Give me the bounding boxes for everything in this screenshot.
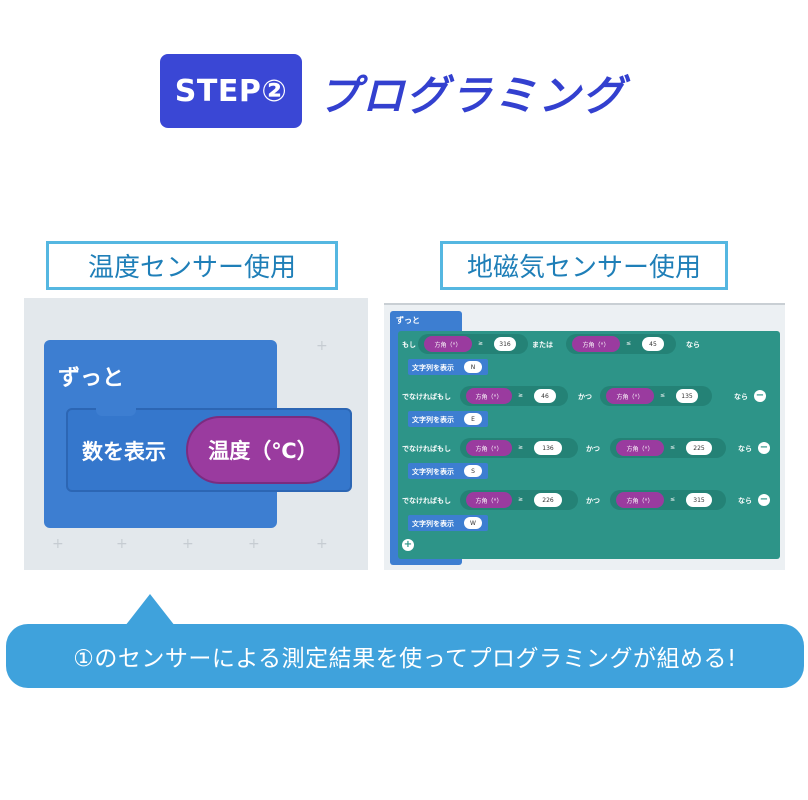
else-if-row: でなければもし 方角（°） ≥ 46 かつ 方角（°） ≤ 135 なら − xyxy=(398,385,780,407)
temperature-reporter[interactable]: 温度（℃） xyxy=(186,416,340,484)
block-notch xyxy=(96,408,136,416)
string-input[interactable]: S xyxy=(464,465,482,477)
grid-plus-icon: + xyxy=(182,536,194,552)
banner-pointer xyxy=(125,594,175,626)
show-string-block[interactable]: 文字列を表示 W xyxy=(408,515,488,531)
string-input[interactable]: N xyxy=(464,361,482,373)
then-label: なら xyxy=(686,341,700,349)
grid-plus-icon: + xyxy=(52,536,64,552)
show-string-label: 文字列を表示 xyxy=(412,416,454,424)
caption-banner: ①のセンサーによる測定結果を使ってプログラミングが組める! xyxy=(6,624,804,688)
and-label: かつ xyxy=(586,497,600,505)
heading-reporter[interactable]: 方角（°） xyxy=(466,440,512,456)
number-input[interactable]: 225 xyxy=(686,441,712,455)
if-else-block[interactable]: もし 方角（°） ≥ 316 または 方角（°） ≤ 45 なら 文字列を表示 … xyxy=(398,331,780,559)
else-if-row: でなければもし 方角（°） ≥ 226 かつ 方角（°） ≤ 315 なら − xyxy=(398,489,780,511)
operator: ≥ xyxy=(478,340,484,347)
number-input[interactable]: 226 xyxy=(534,493,562,507)
temperature-program-panel: + + + + + + ずっと 数を表示 温度（℃） xyxy=(24,298,368,570)
operator: ≤ xyxy=(670,496,676,503)
operator: ≥ xyxy=(518,392,524,399)
heading-reporter[interactable]: 方角（°） xyxy=(572,336,620,352)
operator: ≤ xyxy=(660,392,666,399)
else-if-label: でなければもし xyxy=(402,497,451,505)
forever-label: ずっと xyxy=(396,316,420,325)
operator: ≥ xyxy=(518,444,524,451)
and-label: かつ xyxy=(586,445,600,453)
number-input[interactable]: 45 xyxy=(642,337,664,351)
if-label: もし xyxy=(402,341,416,349)
heading-reporter[interactable]: 方角（°） xyxy=(616,492,664,508)
heading-reporter[interactable]: 方角（°） xyxy=(466,492,512,508)
remove-branch-icon[interactable]: − xyxy=(758,442,770,454)
heading-reporter[interactable]: 方角（°） xyxy=(606,388,654,404)
show-string-label: 文字列を表示 xyxy=(412,468,454,476)
number-input[interactable]: 46 xyxy=(534,389,556,403)
grid-plus-icon: + xyxy=(316,536,328,552)
then-label: なら xyxy=(734,393,748,401)
show-number-block[interactable]: 数を表示 温度（℃） xyxy=(66,408,352,492)
if-row: もし 方角（°） ≥ 316 または 方角（°） ≤ 45 なら xyxy=(398,333,780,355)
number-input[interactable]: 136 xyxy=(534,441,562,455)
or-label: または xyxy=(532,341,553,349)
show-string-label: 文字列を表示 xyxy=(412,364,454,372)
show-string-label: 文字列を表示 xyxy=(412,520,454,528)
compass-program-panel: ずっと もし 方角（°） ≥ 316 または 方角（°） ≤ 45 なら 文字列… xyxy=(384,303,785,570)
operator: ≥ xyxy=(518,496,524,503)
else-if-label: でなければもし xyxy=(402,393,451,401)
forever-label: ずっと xyxy=(58,366,125,391)
else-if-label: でなければもし xyxy=(402,445,451,453)
heading-reporter[interactable]: 方角（°） xyxy=(466,388,512,404)
magnetic-sensor-label: 地磁気センサー使用 xyxy=(440,241,728,290)
operator: ≤ xyxy=(670,444,676,451)
number-input[interactable]: 135 xyxy=(676,389,698,403)
then-label: なら xyxy=(738,445,752,453)
grid-plus-icon: + xyxy=(316,338,328,354)
page-title: プログラミング xyxy=(318,71,627,120)
number-input[interactable]: 316 xyxy=(494,337,516,351)
number-input[interactable]: 315 xyxy=(686,493,712,507)
then-label: なら xyxy=(738,497,752,505)
string-input[interactable]: E xyxy=(464,413,482,425)
operator: ≤ xyxy=(626,340,632,347)
string-input[interactable]: W xyxy=(464,517,482,529)
show-number-label: 数を表示 xyxy=(82,440,166,464)
grid-plus-icon: + xyxy=(116,536,128,552)
remove-branch-icon[interactable]: − xyxy=(754,390,766,402)
remove-branch-icon[interactable]: − xyxy=(758,494,770,506)
heading-reporter[interactable]: 方角（°） xyxy=(616,440,664,456)
show-string-block[interactable]: 文字列を表示 S xyxy=(408,463,488,479)
show-string-block[interactable]: 文字列を表示 E xyxy=(408,411,488,427)
temperature-sensor-label: 温度センサー使用 xyxy=(46,241,338,290)
show-string-block[interactable]: 文字列を表示 N xyxy=(408,359,488,375)
grid-plus-icon: + xyxy=(248,536,260,552)
else-if-row: でなければもし 方角（°） ≥ 136 かつ 方角（°） ≤ 225 なら − xyxy=(398,437,780,459)
and-label: かつ xyxy=(578,393,592,401)
add-branch-icon[interactable]: + xyxy=(402,539,414,551)
heading-reporter[interactable]: 方角（°） xyxy=(424,336,472,352)
step-badge: STEP② xyxy=(160,54,302,128)
